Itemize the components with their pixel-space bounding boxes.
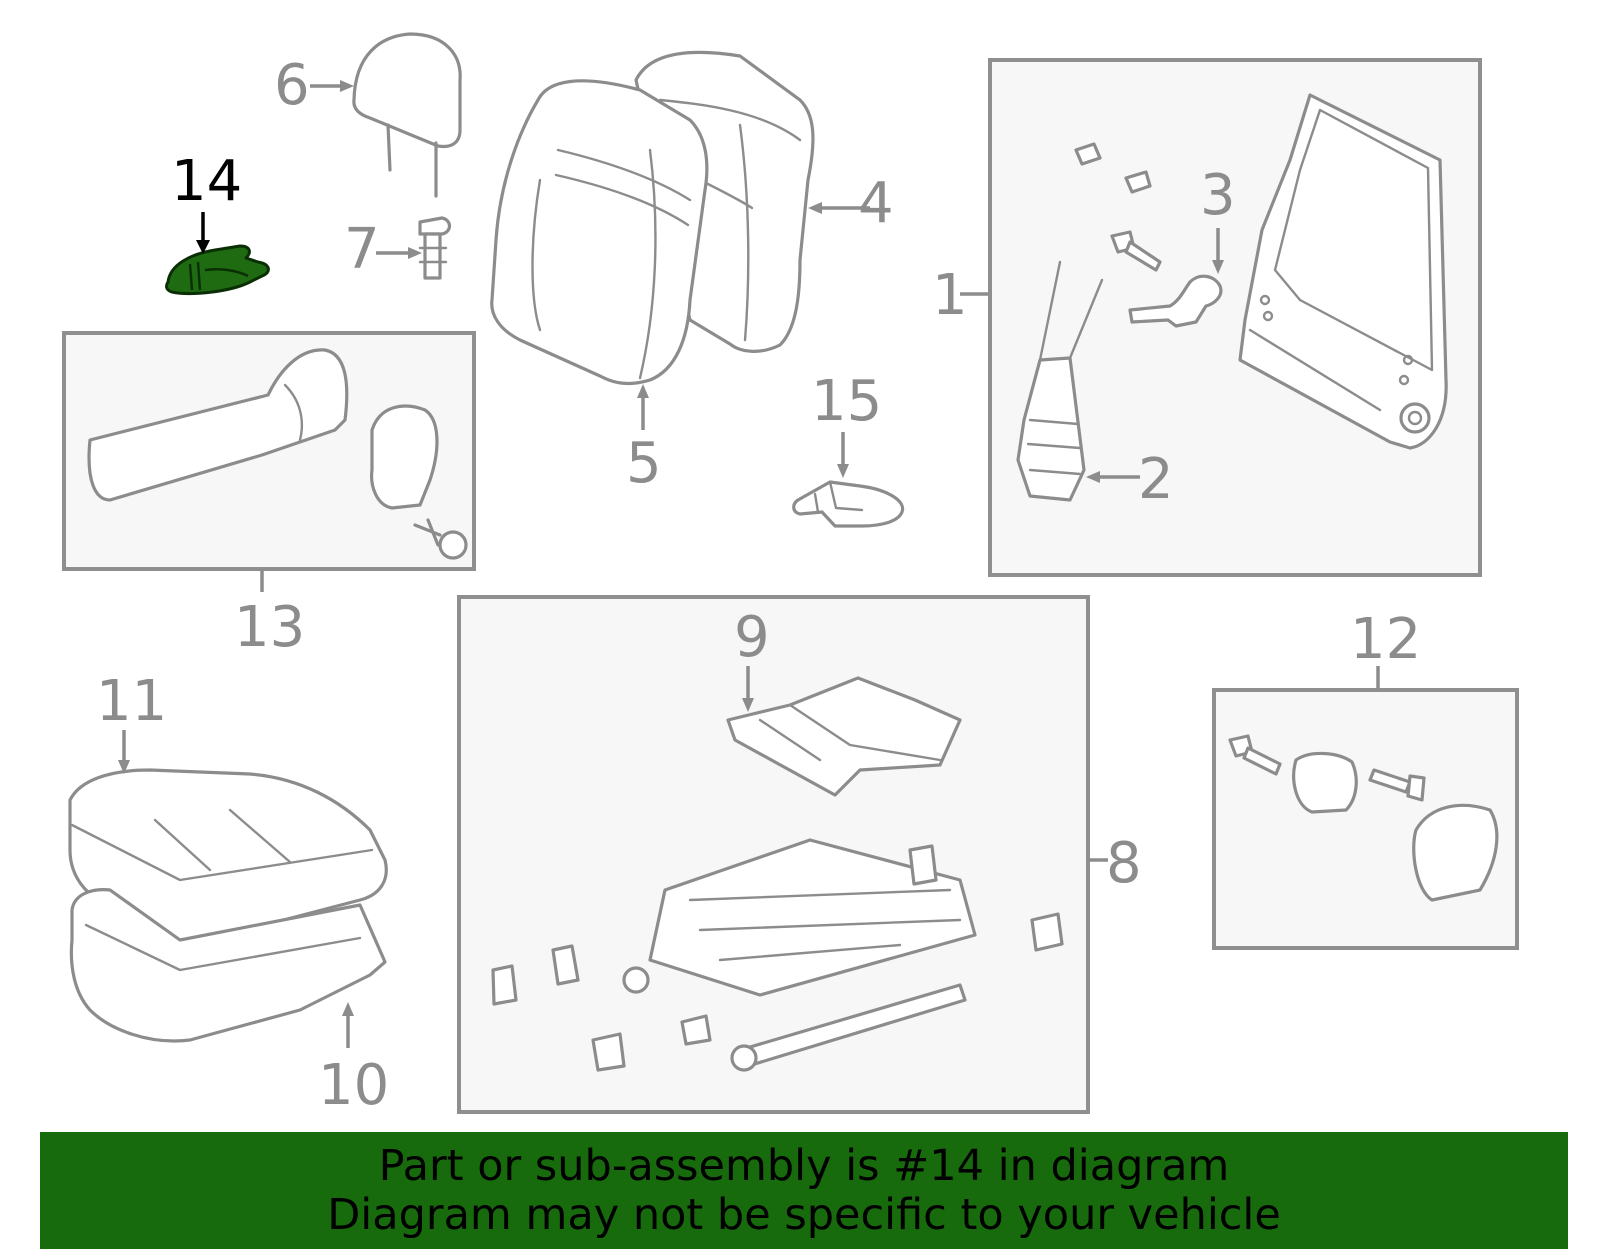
part-2-lumbar-support [1016, 260, 1104, 502]
part-10-cushion-pad [69, 888, 387, 1043]
part-1-seatback-frame [1238, 93, 1448, 450]
part-5-seatback-cover [490, 79, 709, 386]
callout-labels: 1 2 3 4 5 6 7 8 9 10 11 12 13 14 15 [96, 53, 1421, 1118]
notice-line-2: Diagram may not be specific to your vehi… [327, 1190, 1281, 1240]
part-13-side-shield [87, 348, 468, 560]
part-6-headrest [352, 32, 462, 198]
part-14-highlighted[interactable] [165, 244, 270, 296]
part-8-seat-adjuster [491, 838, 1064, 1072]
callout-13: 13 [234, 595, 305, 660]
callout-8: 8 [1106, 831, 1142, 896]
notice-banner: Part or sub-assembly is #14 in diagram D… [40, 1132, 1568, 1249]
part-9-seat-pan [726, 676, 962, 797]
callout-1: 1 [932, 263, 968, 328]
callout-5: 5 [626, 431, 662, 496]
part-12-trim-set [1228, 734, 1499, 902]
callout-14-highlighted: 14 [171, 149, 242, 214]
notice-line-1: Part or sub-assembly is #14 in diagram [378, 1141, 1230, 1191]
callout-11: 11 [96, 669, 167, 734]
callout-15: 15 [811, 369, 882, 434]
callout-4: 4 [858, 171, 894, 236]
callout-2: 2 [1138, 447, 1174, 512]
part-15-clip [792, 480, 905, 528]
callout-10: 10 [318, 1053, 389, 1118]
part-3-bracket [1128, 274, 1223, 328]
part-7-headrest-guide [418, 216, 452, 280]
leader-lines [118, 80, 1380, 1048]
callout-12: 12 [1350, 607, 1421, 672]
callout-9: 9 [734, 605, 770, 670]
callout-3: 3 [1200, 163, 1236, 228]
callout-7: 7 [344, 217, 380, 282]
bolts-box-1 [1074, 142, 1162, 272]
callout-6: 6 [274, 53, 310, 118]
